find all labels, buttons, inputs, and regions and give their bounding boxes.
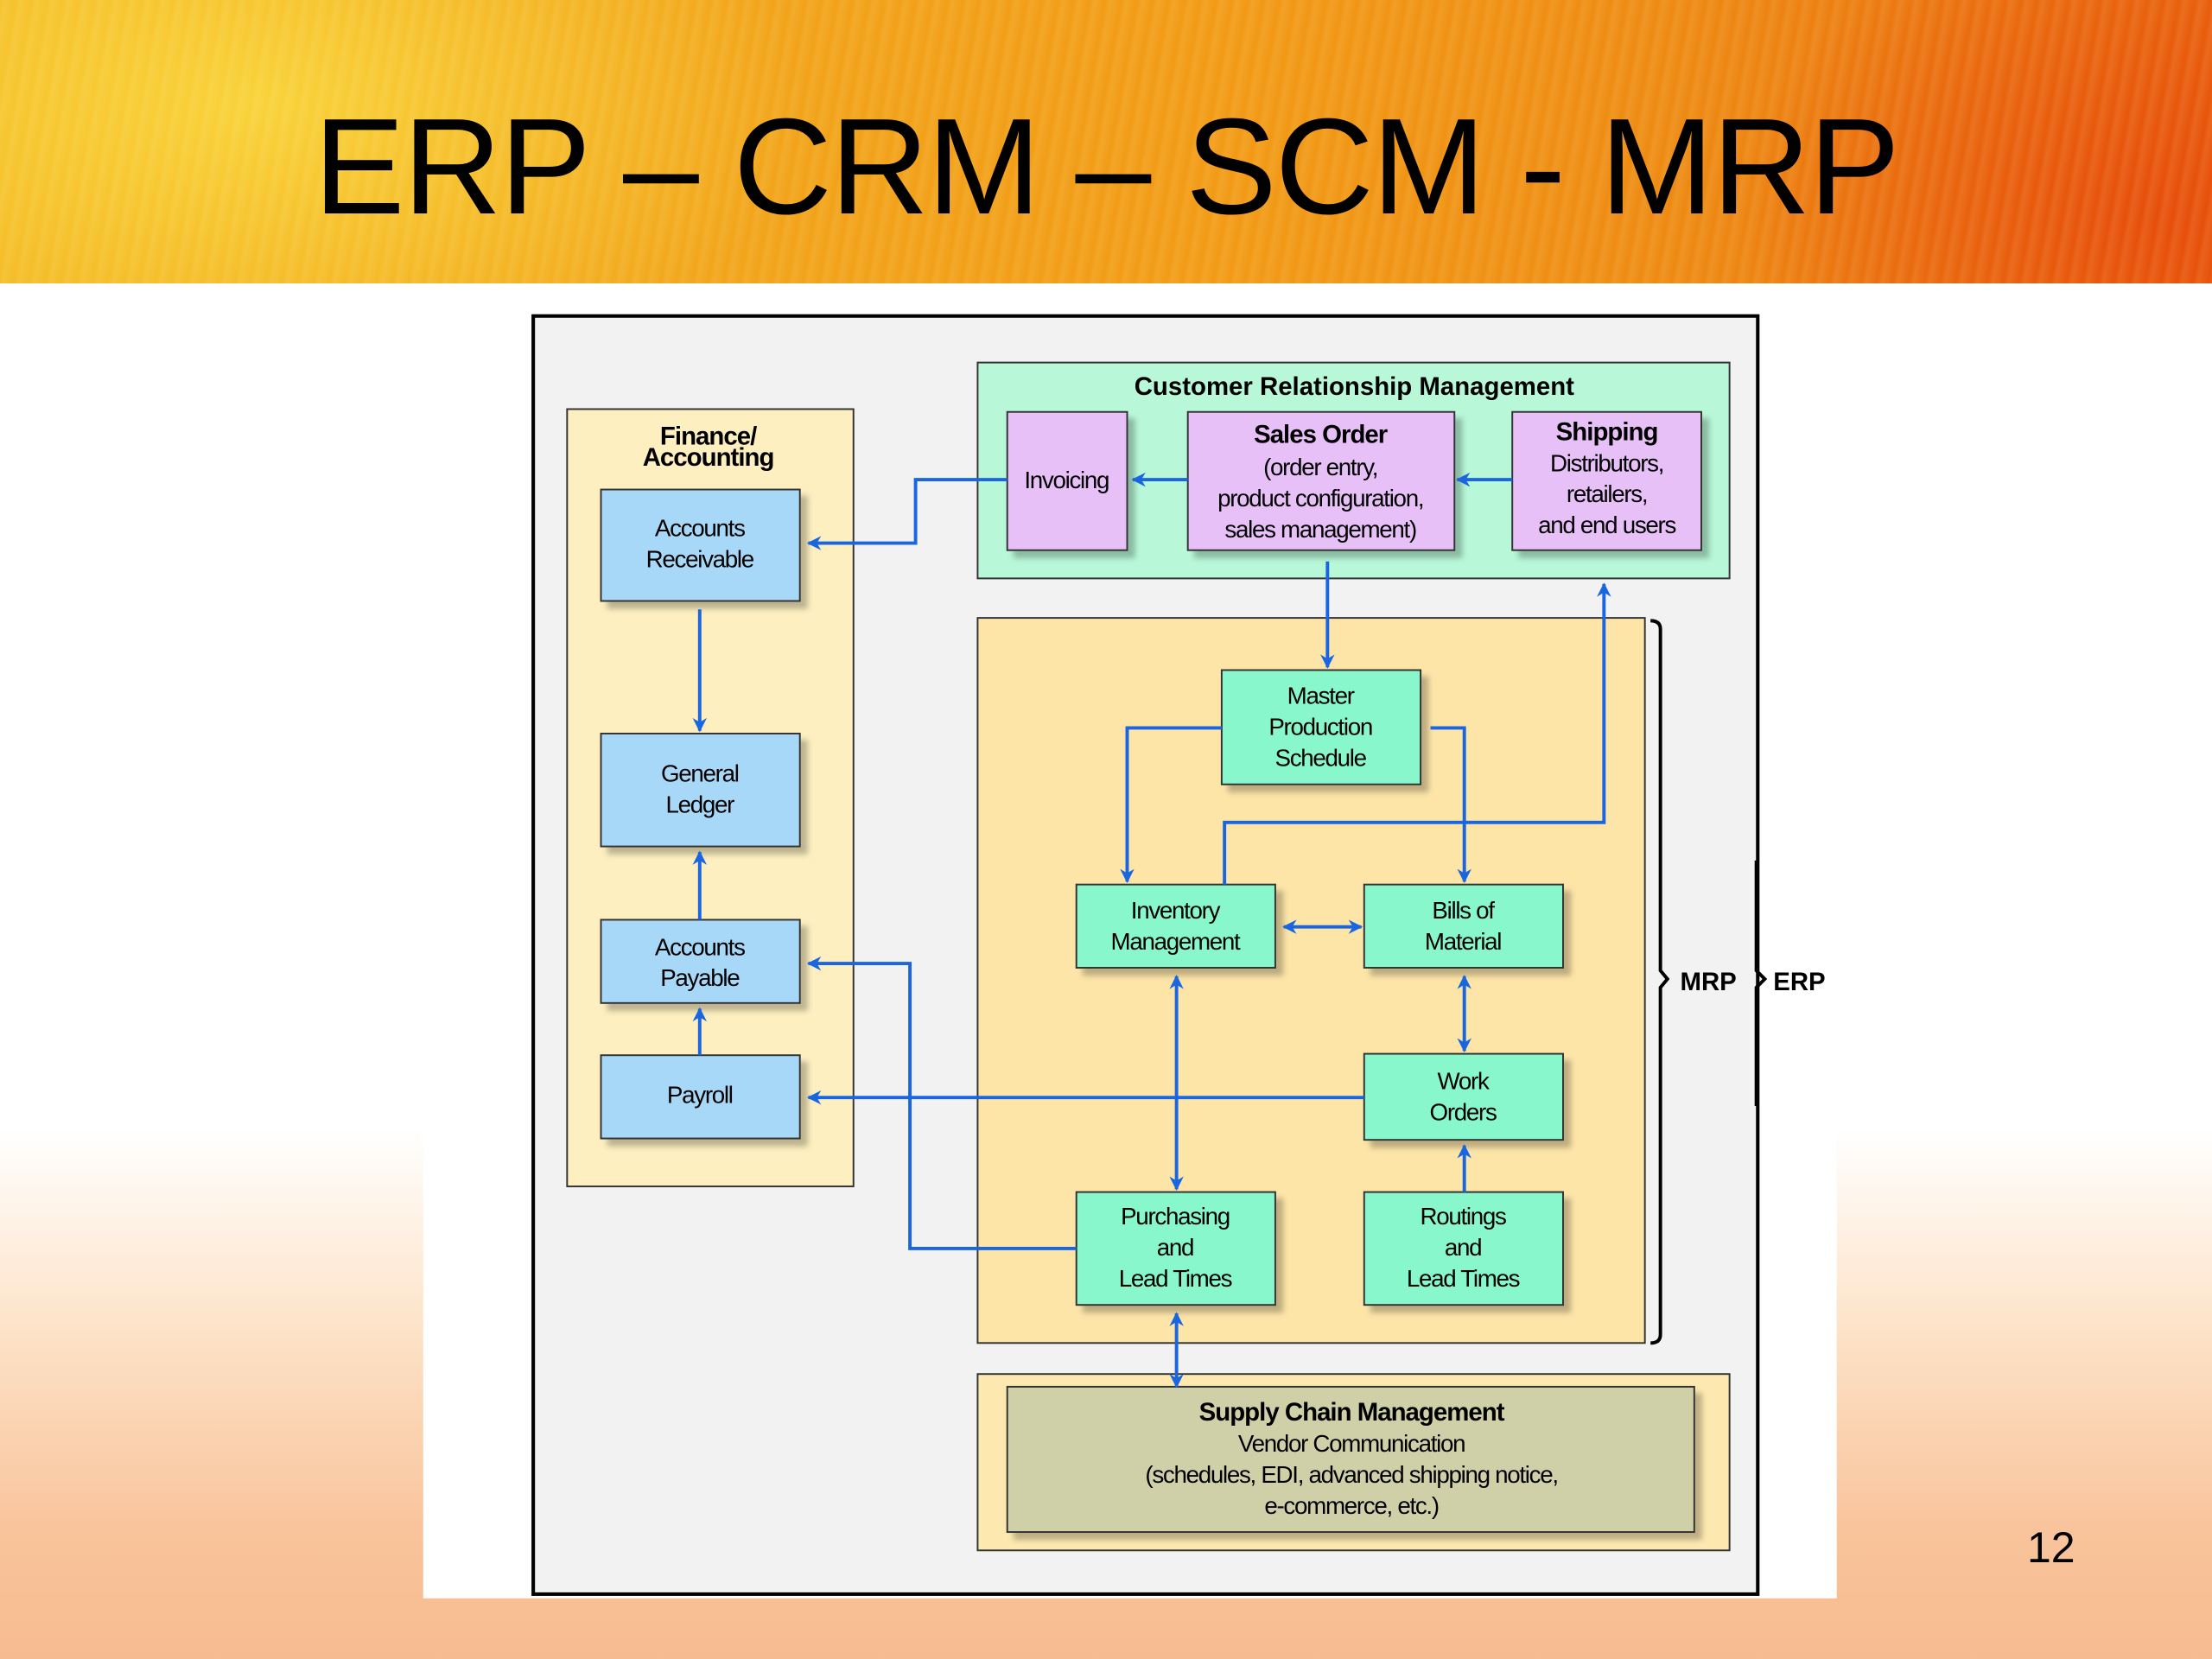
accounts-payable-label: Accounts (655, 933, 745, 960)
work-orders-box[interactable] (1363, 1052, 1564, 1141)
mps-label: Master (1287, 683, 1355, 709)
arrow-purchasing-to-ap (806, 956, 1077, 1250)
invoicing-box[interactable] (1006, 410, 1128, 551)
mps-label: Schedule (1275, 745, 1367, 772)
inventory-management-label: Management (1111, 928, 1242, 955)
finance-title-line: Finance/ (660, 422, 757, 450)
scm-line: (schedules, EDI, advanced shipping notic… (1145, 1461, 1557, 1488)
general-ledger-box[interactable] (600, 733, 801, 848)
brackets (1650, 619, 1768, 1345)
sales-order-line: (order entry, (1263, 454, 1377, 480)
scm-group: Supply Chain Management Vendor Communica… (976, 1373, 1731, 1552)
routings-label: Routings (1421, 1203, 1507, 1230)
arrow-invoicing-to-accounts-receivable (806, 478, 1007, 550)
payroll-label: Payroll (667, 1082, 733, 1109)
shipping-line: and end users (1538, 512, 1675, 538)
sales-order-title: Sales Order (1254, 421, 1388, 449)
accounts-receivable-box[interactable] (600, 488, 801, 602)
scm-line: Vendor Communication (1238, 1430, 1465, 1457)
accounts-receivable-label: Receivable (646, 545, 754, 572)
shipping-title: Shipping (1556, 417, 1658, 446)
routings-label: and (1445, 1234, 1481, 1261)
connectors (692, 472, 1611, 1389)
sales-order-line: product configuration, (1217, 485, 1423, 512)
work-orders-label: Work (1438, 1067, 1490, 1094)
general-ledger-label: Ledger (666, 791, 735, 817)
scm-title: Supply Chain Management (1199, 1398, 1505, 1427)
shipping-box[interactable] (1511, 410, 1702, 551)
scm-line: e-commerce, etc.) (1264, 1492, 1438, 1519)
accounts-payable-label: Payable (660, 964, 740, 991)
routings-box[interactable] (1363, 1191, 1564, 1306)
crm-title: Customer Relationship Management (1135, 372, 1574, 401)
routings-label: Lead Times (1407, 1265, 1520, 1292)
bills-of-material-label: Bills of (1432, 897, 1495, 924)
arrow-mps-to-inventory (1120, 726, 1222, 884)
purchasing-box[interactable] (1075, 1191, 1276, 1306)
purchasing-label: and (1157, 1234, 1193, 1261)
mrp-group: Master Production Schedule Inventory Man… (976, 617, 1646, 1344)
accounts-receivable-label: Accounts (655, 514, 745, 541)
mrp-bracket (1650, 619, 1670, 1345)
slide-title: ERP – CRM – SCM - MRP (314, 91, 1900, 243)
bills-of-material-box[interactable] (1363, 883, 1564, 969)
shipping-line: Distributors, (1550, 449, 1663, 476)
crm-group: Customer Relationship Management Invoici… (976, 361, 1731, 580)
finance-group: Finance/ Accounting Accounts Receivable … (566, 408, 855, 1188)
accounts-payable-box[interactable] (600, 918, 801, 1004)
finance-title-line: Accounting (643, 443, 774, 472)
work-orders-label: Orders (1430, 1098, 1497, 1125)
purchasing-label: Lead Times (1119, 1265, 1232, 1292)
erp-bracket-label: ERP (1773, 968, 1825, 996)
sales-order-line: sales management) (1224, 516, 1416, 543)
shipping-line: retailers, (1567, 480, 1647, 507)
inventory-management-label: Inventory (1131, 897, 1221, 924)
master-production-schedule-box[interactable] (1220, 669, 1422, 785)
inventory-management-box[interactable] (1075, 883, 1276, 969)
mrp-bracket-label: MRP (1680, 968, 1736, 996)
arrow-inventory-to-shipping (1223, 582, 1611, 885)
mps-label: Production (1268, 714, 1372, 741)
erp-bracket (1754, 860, 1768, 1106)
purchasing-label: Purchasing (1121, 1203, 1230, 1230)
page-number: 12 (2027, 1523, 2075, 1572)
invoicing-label: Invoicing (1024, 467, 1109, 493)
sales-order-box[interactable] (1186, 410, 1456, 551)
title-banner (0, 0, 2212, 283)
arrow-mps-to-bom (1430, 726, 1471, 884)
bills-of-material-label: Material (1425, 928, 1501, 955)
general-ledger-label: General (661, 760, 739, 786)
scm-box[interactable] (1006, 1385, 1695, 1534)
